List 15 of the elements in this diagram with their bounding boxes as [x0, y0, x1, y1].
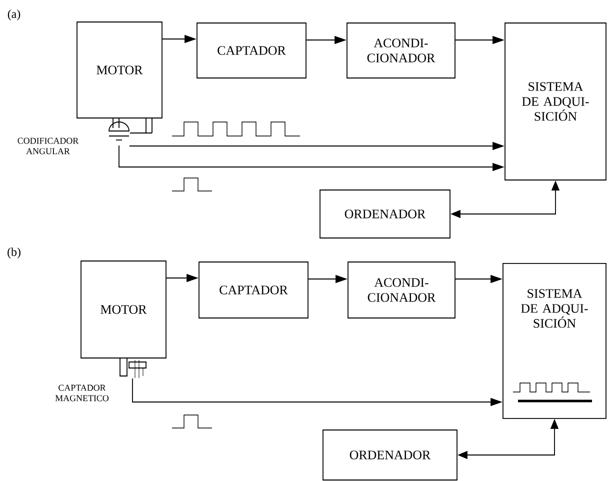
block-box: CAPTADOR: [198, 262, 308, 318]
encoder-drawing: [108, 118, 152, 140]
block-box: MOTOR: [76, 22, 162, 118]
block-box: SISTEMA DE ADQUI- SICIÓN: [504, 22, 606, 180]
sensor-drawing: [120, 358, 146, 378]
block-box: ORDENADOR: [322, 430, 458, 480]
part-label: CAPTADOR MAGNETICO: [55, 384, 109, 402]
block-box: CAPTADOR: [196, 22, 306, 78]
block-box: MOTOR: [80, 260, 166, 358]
panel-label: (a): [8, 10, 20, 20]
block-box: ACONDI- CIONADOR: [348, 262, 456, 318]
panel-label: (b): [8, 248, 20, 258]
part-label: CODIFICADOR ANGULAR: [18, 138, 79, 154]
block-box: ORDENADOR: [320, 190, 450, 238]
block-box: ACONDI- CIONADOR: [346, 22, 456, 78]
